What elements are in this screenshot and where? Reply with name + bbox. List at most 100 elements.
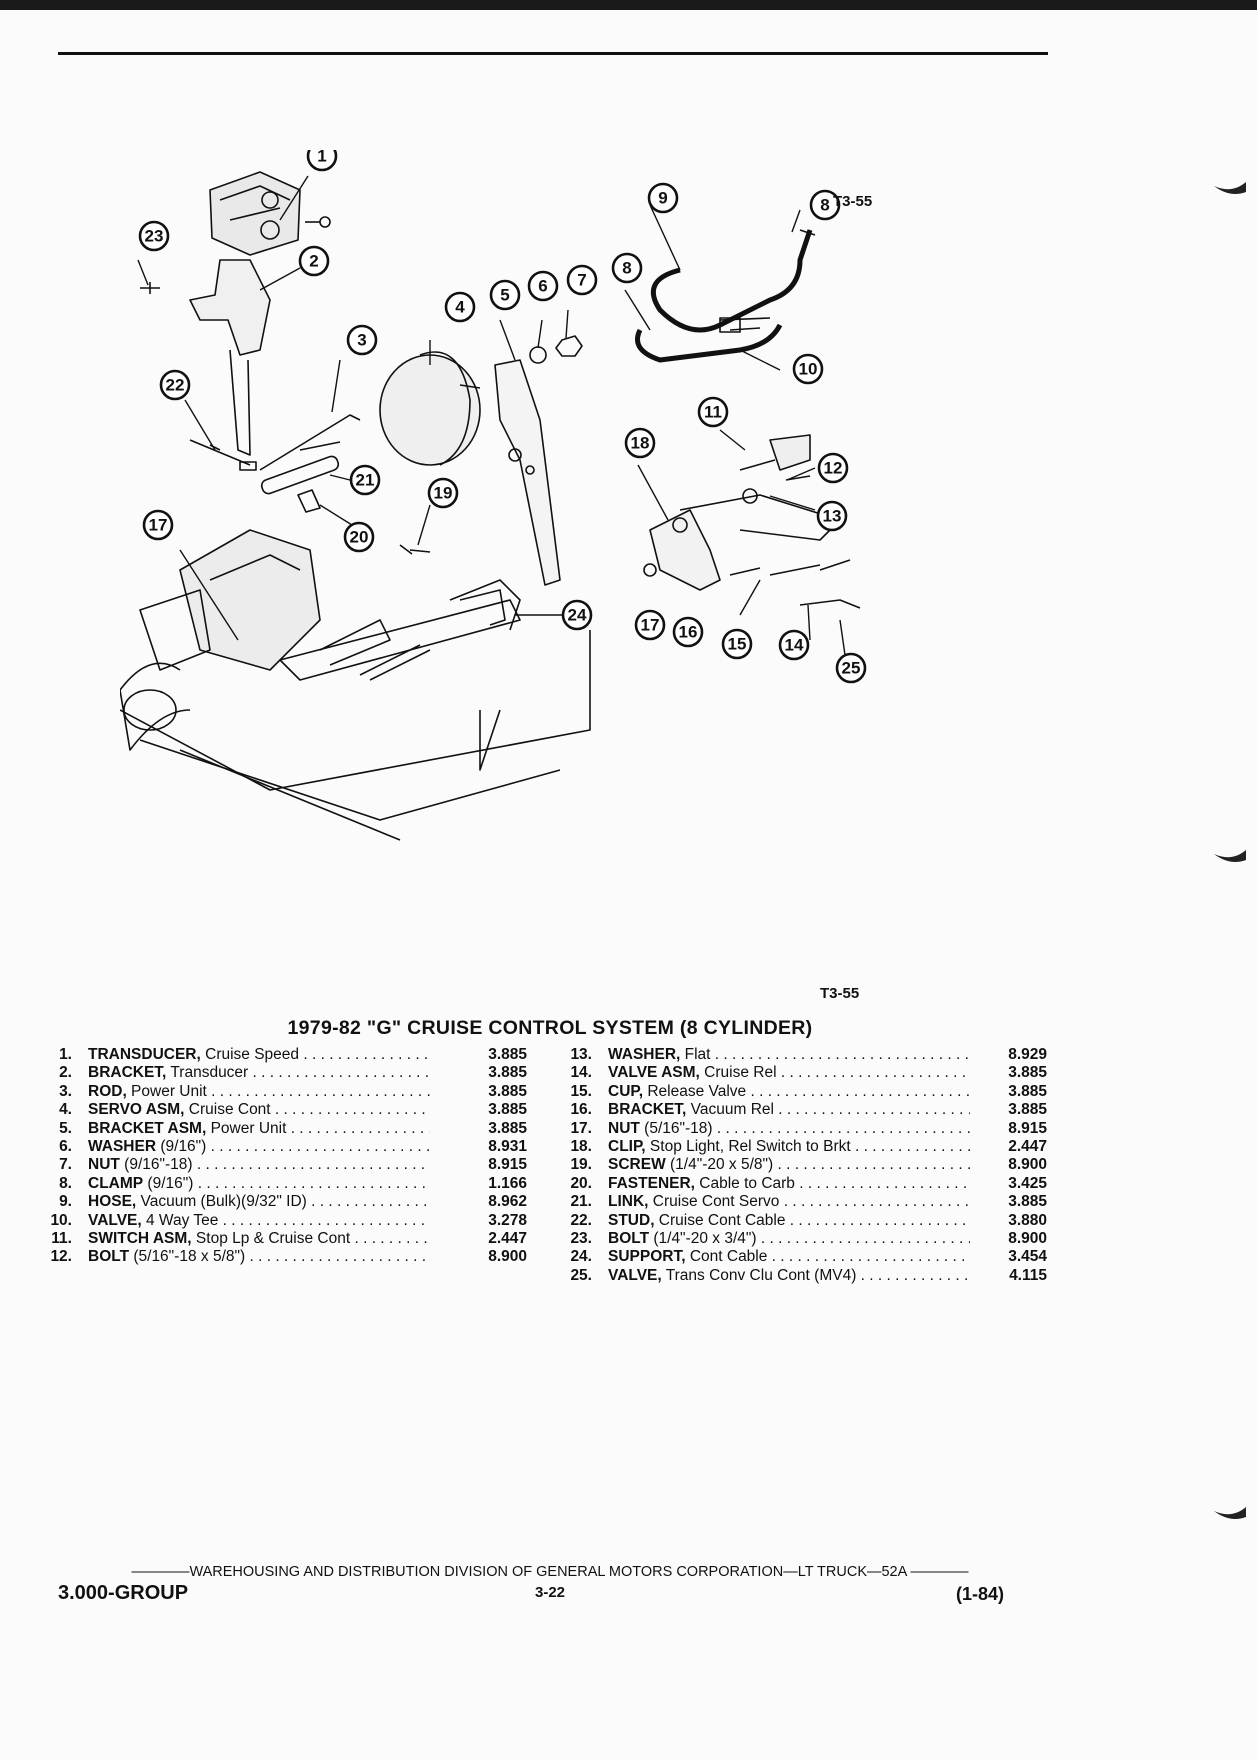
leader-lines bbox=[137, 175, 846, 656]
part-detail: Cable to Carb bbox=[694, 1174, 795, 1192]
part-detail: Power Unit bbox=[126, 1082, 207, 1100]
group-code: 3.880 bbox=[1008, 1211, 1047, 1229]
dot-leader: . . . . . . . . . . . . . . . . . . . . … bbox=[799, 1174, 970, 1192]
part-description: VALVE, 4 Way Tee . . . . . . . . . . . .… bbox=[88, 1212, 430, 1230]
part-description: LINK, Cruise Cont Servo . . . . . . . . … bbox=[608, 1193, 970, 1211]
callout-22: 22 bbox=[159, 369, 191, 401]
group-code: 3.885 bbox=[488, 1101, 527, 1119]
part-number: 16. bbox=[570, 1101, 592, 1119]
dot-leader: . . . . . . . . . . . . . . . . . . . . … bbox=[249, 1248, 430, 1266]
part-name: ROD, bbox=[88, 1082, 127, 1100]
part-number: 5. bbox=[59, 1119, 72, 1137]
parts-row: 10.VALVE, 4 Way Tee . . . . . . . . . . … bbox=[40, 1212, 540, 1230]
svg-text:2: 2 bbox=[309, 252, 318, 271]
part-number: 7. bbox=[59, 1156, 72, 1174]
part-description: WASHER, Flat . . . . . . . . . . . . . .… bbox=[608, 1046, 970, 1064]
part-name: VALVE, bbox=[88, 1211, 142, 1229]
part-detail: Trans Conv Clu Cont (MV4) bbox=[661, 1266, 857, 1284]
svg-text:22: 22 bbox=[166, 376, 185, 395]
dot-leader: . . . . . . . . . . . . . . . . . . . . … bbox=[778, 1101, 970, 1119]
part-detail: (1/4"-20 x 3/4") bbox=[649, 1229, 757, 1247]
callout-19: 19 bbox=[427, 477, 459, 509]
callout-15: 15 bbox=[721, 628, 753, 660]
dot-leader: . . . . . . . . . . . . . . . . . . . . … bbox=[780, 1064, 970, 1082]
parts-row: 16.BRACKET, Vacuum Rel . . . . . . . . .… bbox=[560, 1101, 1056, 1119]
part-number: 20. bbox=[570, 1174, 592, 1192]
group-code: 8.915 bbox=[1008, 1119, 1047, 1137]
part-number: 19. bbox=[570, 1156, 592, 1174]
part-description: BRACKET ASM, Power Unit . . . . . . . . … bbox=[88, 1120, 430, 1138]
part-number: 23. bbox=[570, 1229, 592, 1247]
svg-text:10: 10 bbox=[799, 360, 818, 379]
part-description: WASHER (9/16") . . . . . . . . . . . . .… bbox=[88, 1138, 430, 1156]
parts-row: 19.SCREW (1/4"-20 x 5/8") . . . . . . . … bbox=[560, 1156, 1056, 1174]
svg-text:11: 11 bbox=[704, 403, 722, 422]
dot-leader: . . . . . . . . . . . . . . . . . . . . … bbox=[760, 1229, 970, 1247]
part-detail: (5/16"-18 x 5/8") bbox=[129, 1248, 246, 1266]
dot-leader: . . . . . . . . . . . . . . . . . . . . … bbox=[783, 1193, 970, 1211]
dot-leader: . . . . . . . . . . . . . . . . . . . . … bbox=[716, 1119, 970, 1137]
part-detail: 4 Way Tee bbox=[141, 1211, 219, 1229]
callout-17-right: 17 bbox=[634, 609, 666, 641]
svg-text:16: 16 bbox=[679, 623, 698, 642]
part-name: WASHER bbox=[88, 1137, 157, 1155]
part-description: SWITCH ASM, Stop Lp & Cruise Cont . . . … bbox=[88, 1230, 430, 1248]
svg-text:1: 1 bbox=[317, 150, 326, 166]
group-code: 4.115 bbox=[1009, 1266, 1047, 1284]
part-detail: (5/16"-18) bbox=[639, 1119, 713, 1137]
callout-20: 20 bbox=[343, 521, 375, 553]
callout-2: 2 bbox=[298, 245, 330, 277]
group-code: 3.885 bbox=[1008, 1082, 1047, 1100]
svg-text:23: 23 bbox=[145, 227, 164, 246]
callout-8: 8 bbox=[809, 189, 841, 221]
top-border bbox=[0, 0, 1257, 10]
parts-row: 11. SWITCH ASM, Stop Lp & Cruise Cont . .… bbox=[40, 1230, 540, 1248]
svg-text:12: 12 bbox=[824, 459, 843, 478]
part-name: WASHER, bbox=[608, 1046, 681, 1063]
parts-row: 18.CLIP, Stop Light, Rel Switch to Brkt … bbox=[560, 1138, 1056, 1156]
figure-code-bottom: T3-55 bbox=[820, 985, 860, 1002]
svg-text:8: 8 bbox=[820, 196, 829, 215]
part-detail: Cruise Cont bbox=[184, 1101, 271, 1119]
parts-row: 25.VALVE, Trans Conv Clu Cont (MV4) . . … bbox=[560, 1267, 1056, 1285]
dot-leader: . . . . . . . . . . . . . . . . . . . . … bbox=[196, 1156, 430, 1174]
dot-leader: . . . . . . . . . . . . . . . . . . . . … bbox=[750, 1082, 970, 1100]
group-code: 8.915 bbox=[488, 1156, 527, 1174]
svg-text:3: 3 bbox=[357, 331, 366, 350]
part-number: 18. bbox=[570, 1137, 592, 1155]
dot-leader: . . . . . . . . . . . . . . . . . . . . … bbox=[210, 1137, 430, 1155]
parts-list-left: 1.TRANSDUCER, Cruise Speed . . . . . . .… bbox=[40, 1046, 540, 1267]
parts-row: 3.ROD, Power Unit . . . . . . . . . . . … bbox=[40, 1083, 540, 1101]
svg-text:7: 7 bbox=[577, 271, 586, 290]
parts-row: 17.NUT (5/16"-18) . . . . . . . . . . . … bbox=[560, 1120, 1056, 1138]
parts-row: 14.VALVE ASM, Cruise Rel . . . . . . . .… bbox=[560, 1064, 1056, 1082]
part-description: BOLT (1/4"-20 x 3/4") . . . . . . . . . … bbox=[608, 1230, 970, 1248]
part-name: NUT bbox=[88, 1156, 120, 1174]
part-detail: (9/16") bbox=[143, 1174, 194, 1192]
group-code: 3.885 bbox=[1008, 1101, 1047, 1119]
part-number: 3. bbox=[59, 1082, 72, 1100]
svg-text:15: 15 bbox=[728, 635, 747, 654]
group-code: 1.166 bbox=[488, 1174, 527, 1192]
dot-leader: . . . . . . . . . . . . . . . . . . . . … bbox=[252, 1064, 430, 1082]
parts-row: 7.NUT (9/16"-18) . . . . . . . . . . . .… bbox=[40, 1156, 540, 1174]
part-detail: Cont Cable bbox=[685, 1248, 768, 1266]
diagram-linework bbox=[120, 171, 861, 841]
part-name: BRACKET ASM, bbox=[88, 1119, 207, 1137]
part-name: SERVO ASM, bbox=[88, 1101, 185, 1119]
part-number: 11. bbox=[51, 1229, 72, 1247]
callout-16: 16 bbox=[672, 616, 704, 648]
group-code: 3.885 bbox=[1008, 1064, 1047, 1082]
part-detail: Stop Lp & Cruise Cont bbox=[191, 1229, 351, 1247]
dot-leader: . . . . . . . . . . . . . . . . . . . . … bbox=[290, 1119, 430, 1137]
part-number: 6. bbox=[59, 1137, 72, 1155]
parts-row: 13.WASHER, Flat . . . . . . . . . . . . … bbox=[560, 1046, 1056, 1064]
part-description: SERVO ASM, Cruise Cont . . . . . . . . .… bbox=[88, 1101, 430, 1119]
callout-1: 1 bbox=[306, 150, 338, 172]
part-number: 24. bbox=[570, 1248, 592, 1266]
callout-14: 14 bbox=[778, 629, 810, 661]
dot-leader: . . . . . . . . . . . . . . . . . . . . … bbox=[771, 1248, 970, 1266]
part-number: 21. bbox=[570, 1193, 592, 1211]
group-code: 8.931 bbox=[488, 1137, 527, 1155]
parts-row: 5. BRACKET ASM, Power Unit . . . . . . . … bbox=[40, 1120, 540, 1138]
